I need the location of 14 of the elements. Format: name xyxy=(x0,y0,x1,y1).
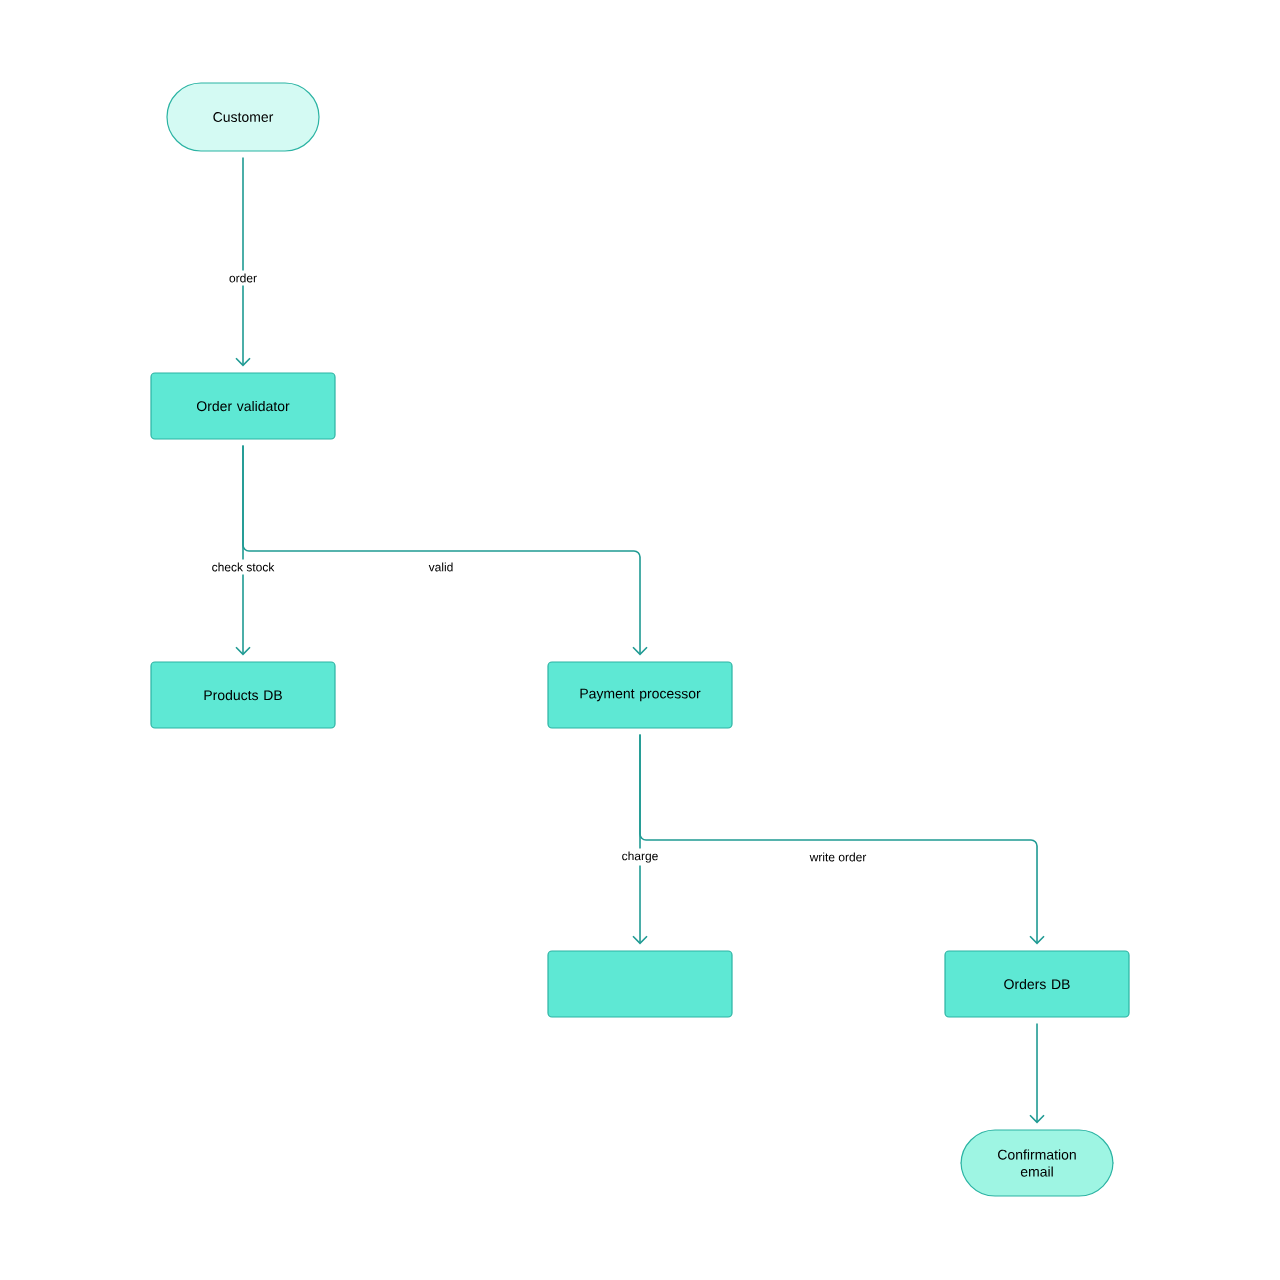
process-box: Orders DB xyxy=(944,950,1130,1018)
arrow xyxy=(639,733,1045,945)
edge-label: valid xyxy=(425,559,457,575)
arrow xyxy=(242,444,648,656)
arrow xyxy=(1029,1022,1045,1124)
process-box: Payment processor xyxy=(547,661,733,729)
process-box xyxy=(547,950,733,1018)
edge-label: check stock xyxy=(208,559,278,575)
process-box: Order validator xyxy=(150,372,336,440)
edge-label: order xyxy=(226,270,260,286)
process-box: Products DB xyxy=(150,661,336,729)
edge-label: charge xyxy=(618,848,662,866)
arrow xyxy=(235,156,251,367)
edge-label: write order xyxy=(806,849,870,865)
